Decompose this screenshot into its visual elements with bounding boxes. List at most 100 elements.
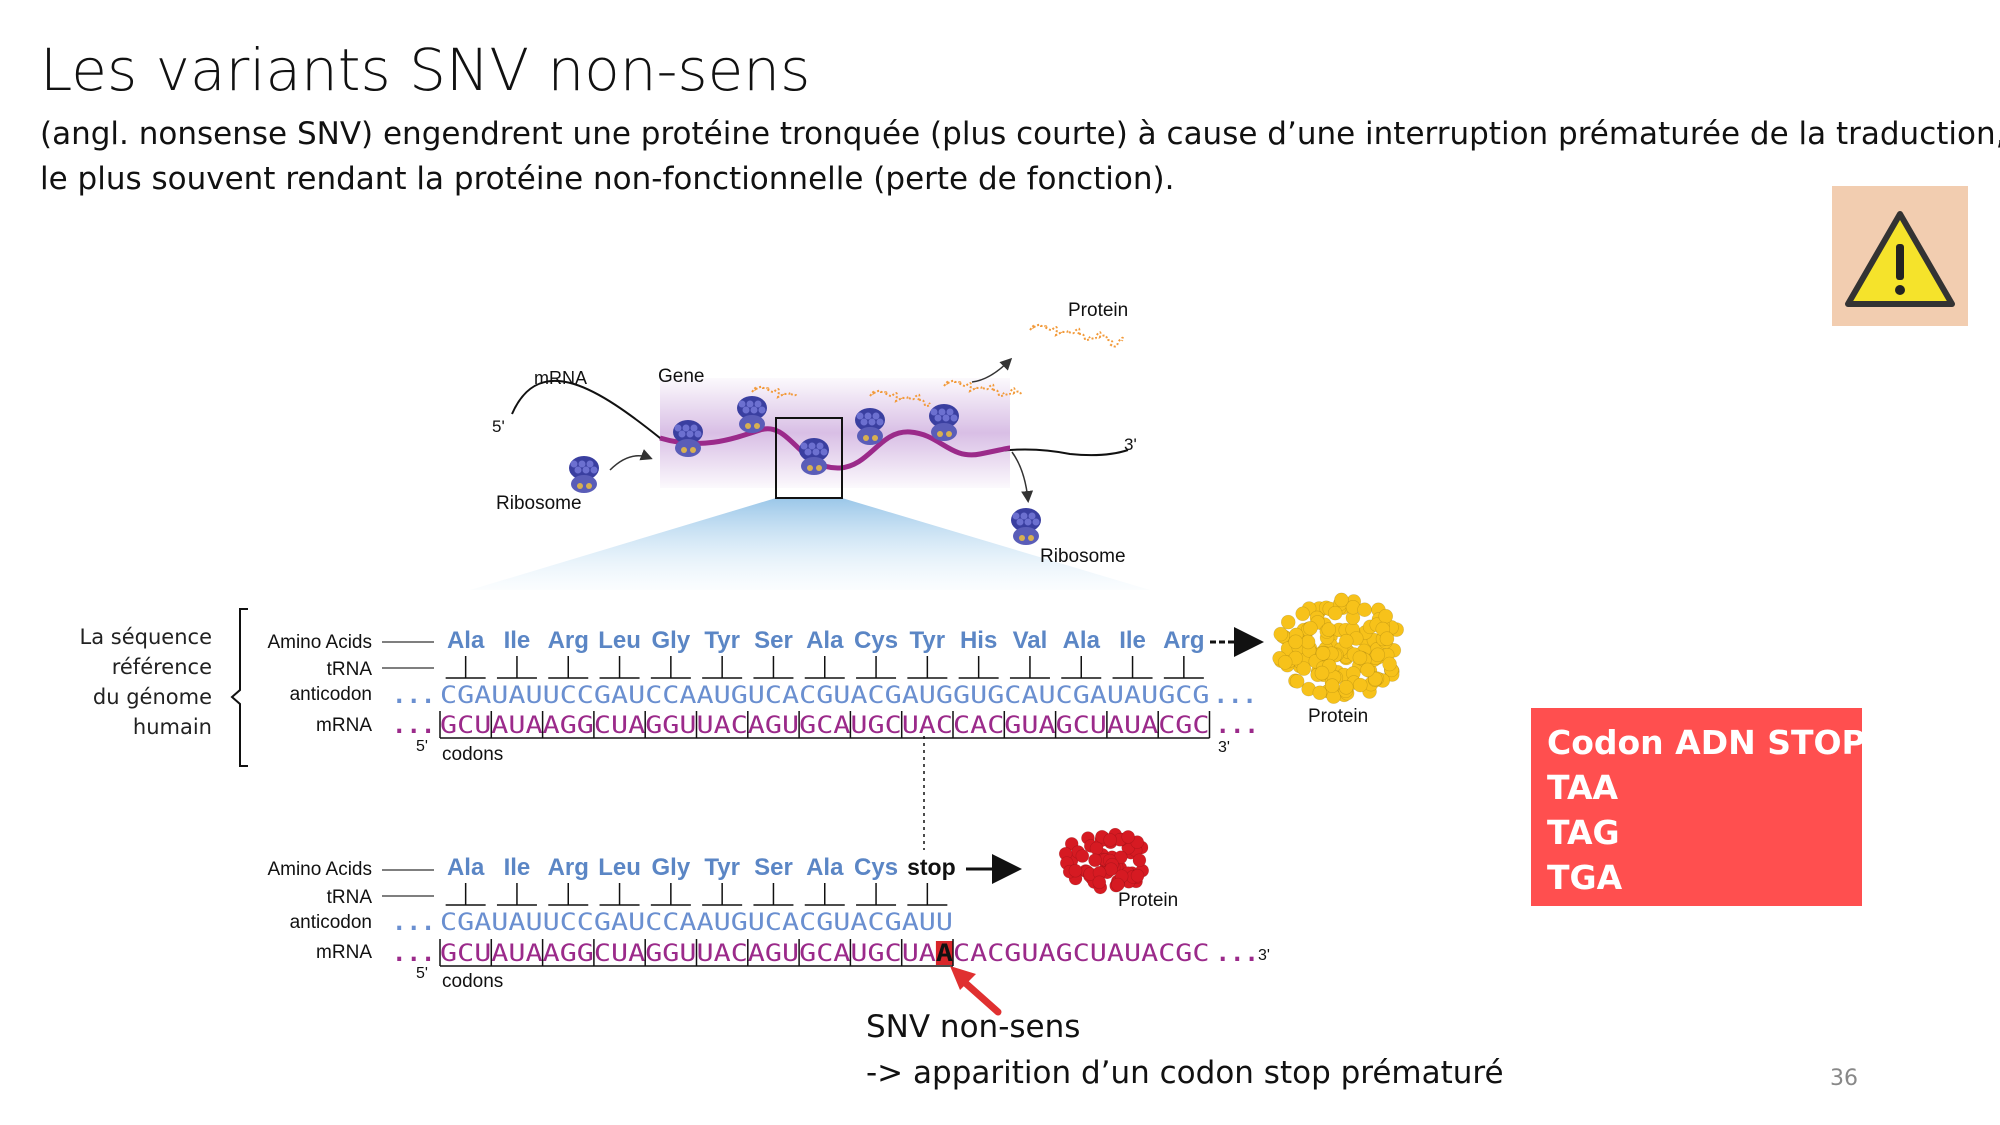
- sequence-dots: ...: [392, 908, 435, 936]
- ribosome-icon: [673, 420, 703, 457]
- protein-bead: [1130, 868, 1145, 883]
- trna-label: tRNA: [327, 659, 373, 680]
- zoom-funnel: [470, 498, 1150, 590]
- protein-bead: [1370, 647, 1386, 663]
- ribosome-icon: [1011, 508, 1041, 545]
- nascent-protein: [1029, 323, 1124, 348]
- ribosome-left-label: Ribosome: [496, 493, 582, 514]
- protein-bead: [1068, 863, 1083, 878]
- amino-acid-label: Ile: [504, 627, 531, 654]
- subtitle-line: le plus souvent rendant la protéine non-…: [40, 161, 1175, 197]
- anticodon-label: anticodon: [290, 684, 372, 705]
- ribosome-icon: [569, 456, 599, 493]
- amino-acid-label: Arg: [548, 627, 589, 654]
- normal-row-labels: Amino Acids tRNA anticodon mRNA 5' codon…: [267, 632, 1368, 765]
- protein-bead: [1338, 680, 1354, 695]
- ribosome-icon: [737, 396, 767, 433]
- amino-acid-label: Gly: [652, 854, 691, 881]
- ribosome-icon: [855, 408, 885, 445]
- mutated-base: A: [936, 939, 954, 967]
- protein-normal-icon: [1272, 592, 1404, 704]
- stop-codon: TAA: [1547, 768, 1619, 807]
- caption-line: SNV non-sens: [866, 1009, 1081, 1045]
- sequence-dots: ...: [392, 939, 435, 967]
- amino-acid-label: Ala: [806, 627, 844, 654]
- anticodon-sequence: CGAUAUUCCGAUCCAAUGUCACGUACGAUGGUGCAUCGAU…: [440, 681, 1210, 709]
- amino-acid-label: His: [960, 627, 997, 654]
- anticodon-sequence: CGAUAUUCCGAUCCAAUGUCACGUACGAUU: [440, 908, 953, 936]
- protein-overview-label: Protein: [1068, 300, 1128, 321]
- mutation-highlight: [935, 941, 953, 965]
- stop-codon: TGA: [1547, 858, 1623, 897]
- protein-bead: [1075, 849, 1090, 863]
- protein-bead: [1295, 606, 1310, 622]
- ribosome-right-label: Ribosome: [1040, 546, 1126, 567]
- mrna-label: mRNA: [316, 942, 372, 963]
- amino-acids-label: Amino Acids: [267, 859, 372, 880]
- warning-triangle-icon: [1845, 211, 1955, 307]
- protein-bead: [1321, 622, 1337, 637]
- protein-mutant-icon: [1058, 827, 1149, 895]
- protein-bead: [1103, 833, 1117, 847]
- stop-label: stop: [907, 854, 956, 880]
- page-number: 36: [1830, 1066, 1858, 1091]
- nascent-protein: [869, 389, 931, 408]
- three-prime-overview: 3': [1124, 435, 1137, 454]
- amino-acid-label: Arg: [1163, 627, 1204, 654]
- mrna-overview-label: mRNA: [534, 368, 587, 388]
- protein-bead: [1352, 677, 1368, 693]
- protein-mutant-label: Protein: [1118, 890, 1178, 911]
- protein-bead: [1092, 875, 1107, 890]
- amino-acid-label: Ala: [447, 854, 485, 881]
- slide-subtitle: (angl. nonsense SNV) engendrent une prot…: [40, 112, 2000, 202]
- ribosome-group: [569, 323, 1124, 545]
- sequence-dots: ...: [1216, 711, 1259, 739]
- reference-label-line: humain: [132, 715, 212, 739]
- protein-bead: [1382, 656, 1397, 672]
- protein-bead: [1360, 662, 1375, 678]
- five-prime-overview: 5': [492, 417, 505, 436]
- three-prime-label: 3': [1218, 739, 1230, 756]
- protein-bead: [1273, 626, 1289, 642]
- protein-release-arrow: [971, 357, 1013, 383]
- codons-label: codons: [442, 971, 503, 992]
- protein-bead: [1121, 830, 1135, 844]
- amino-acid-label: Ala: [806, 854, 844, 881]
- gene-segment: [659, 426, 1011, 471]
- protein-bead: [1324, 678, 1340, 694]
- five-prime-label: 5': [416, 738, 428, 755]
- protein-bead: [1327, 605, 1343, 621]
- protein-normal-label: Protein: [1308, 706, 1368, 727]
- gene-label: Gene: [658, 366, 704, 387]
- gene-band: [660, 378, 1010, 488]
- amino-acid-label: Ile: [504, 854, 531, 881]
- amino-acid-label: Tyr: [910, 627, 946, 654]
- sequence-dots: ...: [392, 681, 435, 709]
- protein-bead: [1303, 620, 1318, 636]
- protein-bead: [1089, 841, 1104, 856]
- ribosome-icon: [929, 404, 959, 441]
- protein-bead: [1289, 674, 1305, 689]
- reference-label-line: La séquence: [79, 625, 212, 649]
- protein-bead: [1352, 650, 1368, 666]
- amino-acid-label: Leu: [598, 627, 641, 654]
- protein-bead: [1338, 633, 1354, 649]
- reference-label-line: référence: [111, 655, 212, 679]
- amino-acid-label: Val: [1013, 627, 1048, 654]
- subtitle-line: (angl. nonsense SNV) engendrent une prot…: [40, 116, 2000, 152]
- protein-bead: [1300, 634, 1316, 650]
- three-prime-label: 3': [1258, 947, 1270, 964]
- amino-acid-label: Ala: [1063, 627, 1101, 654]
- protein-bead: [1277, 655, 1293, 670]
- ribosome-exit-arrow: [1011, 451, 1034, 503]
- protein-bead: [1314, 665, 1330, 681]
- amino-acids-label: Amino Acids: [267, 632, 372, 653]
- reference-genome-label: La séquence référence du génome humain: [60, 622, 212, 742]
- protein-bead: [1315, 645, 1331, 661]
- mutant-row-labels: Amino Acids tRNA anticodon mRNA 5' codon…: [267, 859, 1270, 992]
- protein-bead: [1334, 592, 1349, 608]
- trna-label: tRNA: [327, 887, 373, 908]
- protein-bead: [1378, 608, 1394, 624]
